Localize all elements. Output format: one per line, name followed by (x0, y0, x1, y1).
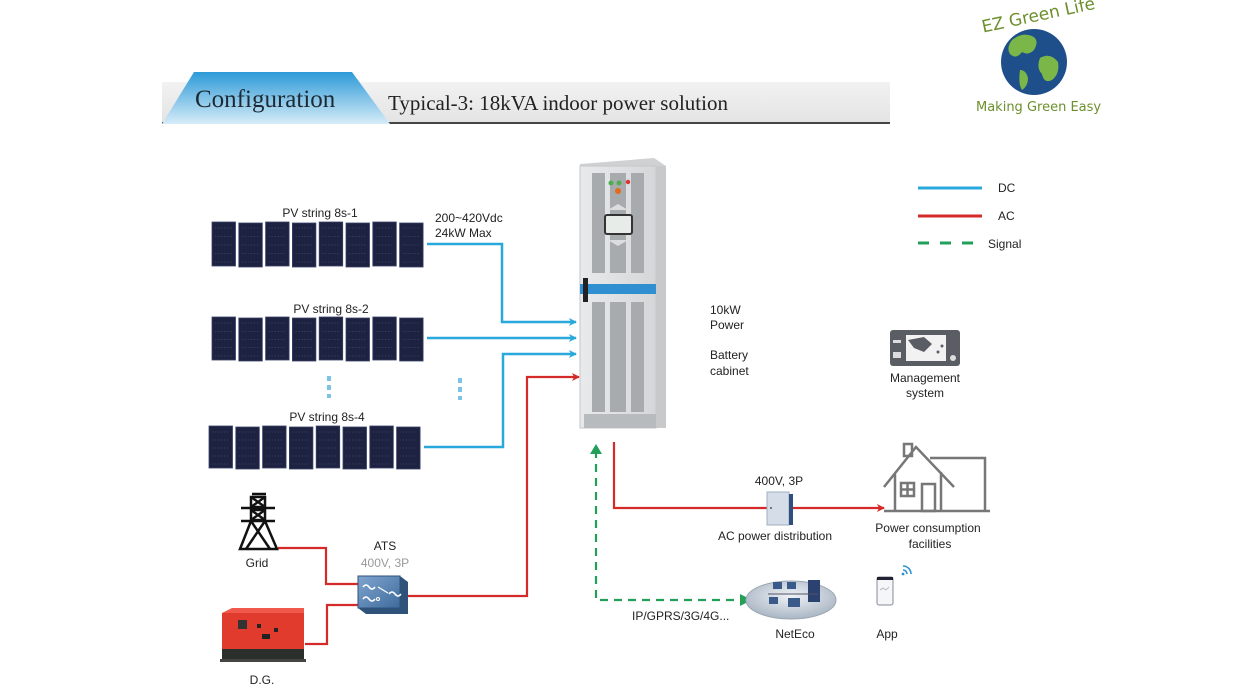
solar-panel (399, 317, 424, 362)
solar-panel (318, 316, 344, 361)
solar-panel (265, 221, 290, 267)
grid-label: Grid (245, 556, 269, 570)
solar-panel (369, 425, 394, 469)
legend-signal-label: Signal (988, 237, 1022, 251)
solar-panel (288, 426, 314, 470)
ac-line-grid-to-ats (278, 546, 358, 586)
solar-panel (372, 316, 397, 361)
configuration-tab-label: Configuration (195, 86, 336, 113)
ats-switch-icon (357, 575, 408, 614)
solar-panel (238, 317, 263, 362)
cabinet-power-line1: 10kW (710, 303, 741, 317)
ac-distribution-label: AC power distribution (717, 529, 833, 543)
app-phone-icon (876, 565, 912, 606)
solar-panel (238, 222, 263, 268)
consumption-line2: facilities (908, 537, 952, 551)
page-subtitle: Typical-3: 18kVA indoor power solution (388, 91, 728, 115)
solar-panel (315, 425, 341, 469)
solar-panel (396, 426, 421, 470)
diesel-generator-icon (220, 608, 306, 662)
ac-line-ats-to-cabinet (408, 373, 580, 598)
dc-line-string-1 (427, 242, 577, 326)
grid-tower-icon (238, 492, 279, 551)
solar-panel (291, 222, 317, 268)
neteco-label: NetEco (775, 627, 815, 641)
solar-panel (318, 221, 344, 267)
solar-panel (265, 316, 290, 361)
management-system-line2: system (905, 386, 945, 400)
pv-string-4-panels (208, 425, 421, 470)
logo-tagline: Making Green Easy (976, 100, 1102, 115)
ac-line-cabinet-to-load (612, 442, 885, 512)
pv-string-2-panels (211, 316, 424, 362)
ac-line-dg-to-ats (305, 603, 358, 646)
pv-string-2-label: PV string 8s-2 (293, 302, 369, 316)
solar-panel (399, 222, 424, 268)
management-system-line1: Management (889, 371, 961, 385)
legend-ac-label: AC (998, 209, 1015, 223)
generator-label: D.G. (249, 673, 275, 687)
pv-max-power-spec: 24kW Max (435, 226, 492, 240)
solar-panel (208, 425, 233, 469)
cabinet-power-line2: Power (710, 318, 745, 332)
pv-voltage-spec: 200~420Vdc (435, 211, 503, 225)
ac-distribution-box-icon (766, 491, 793, 526)
solar-panel (342, 426, 367, 470)
neteco-network-icon (745, 580, 837, 620)
cabinet-type-line2: cabinet (710, 364, 749, 378)
consumption-line1: Power consumption (875, 521, 981, 535)
solar-panel (211, 221, 236, 267)
house-icon (883, 442, 990, 513)
pv-string-1-label: PV string 8s-1 (282, 206, 358, 220)
signal-line-neteco-cabinet (590, 444, 748, 602)
logo-globe-icon (1001, 29, 1067, 95)
solar-panel (235, 426, 260, 470)
solar-panel (345, 317, 370, 362)
ac-distribution-rating: 400V, 3P (754, 474, 804, 488)
more-strings-ellipsis-left (327, 376, 331, 398)
management-system-icon (890, 330, 960, 366)
network-protocols-label: IP/GPRS/3G/4G... (632, 609, 730, 623)
solar-panel (345, 222, 370, 268)
pv-string-4-label: PV string 8s-4 (289, 410, 365, 424)
ats-label: ATS (373, 539, 397, 553)
ats-rating: 400V, 3P (360, 556, 410, 570)
battery-cabinet-icon (579, 158, 666, 429)
more-strings-ellipsis-right (458, 378, 462, 400)
app-label: App (876, 627, 898, 641)
solar-panel (211, 316, 236, 361)
configuration-tab-shape (162, 72, 390, 124)
solar-panel (372, 221, 397, 267)
dc-line-string-4 (424, 350, 577, 449)
legend-dc-label: DC (998, 181, 1016, 195)
solar-panel (262, 425, 287, 469)
cabinet-type-line1: Battery (710, 348, 749, 362)
solar-panel (291, 317, 317, 362)
pv-string-1-panels (211, 221, 424, 268)
